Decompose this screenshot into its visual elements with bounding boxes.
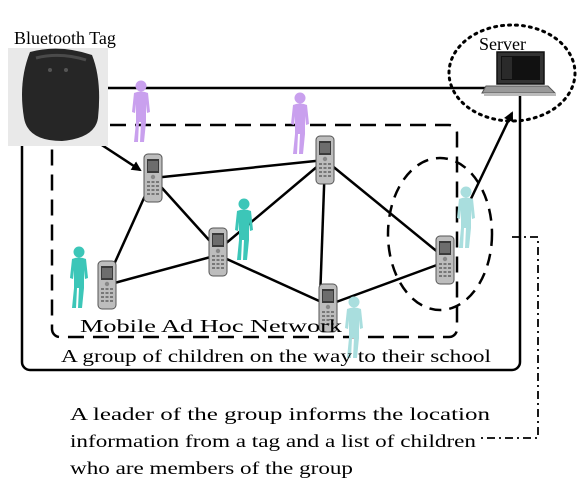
child-figure-icon	[70, 246, 88, 308]
bluetooth-tag-label: Bluetooth Tag	[14, 28, 116, 48]
mobile-phone-icon	[315, 135, 335, 185]
caption: A leader of the group informs the locati…	[70, 404, 490, 478]
link	[152, 158, 326, 180]
link	[152, 177, 219, 251]
caption-line-2: information from a tag and a list of chi…	[70, 431, 476, 451]
child-figure-icon	[291, 92, 309, 154]
manet-boundary	[50, 123, 459, 339]
group-boundary	[20, 86, 522, 372]
caption-connector	[478, 236, 539, 439]
link	[327, 260, 446, 307]
mobile-phone-icon	[143, 153, 163, 203]
link	[217, 159, 326, 251]
child-figure-icon	[132, 80, 150, 142]
mobile-phone-icon	[97, 260, 117, 310]
group-label: A group of children on the way to their …	[61, 346, 491, 366]
server-label: Server	[479, 34, 526, 54]
caption-line-1: A leader of the group informs the locati…	[70, 404, 490, 424]
bluetooth-tag-icon	[8, 40, 108, 146]
server-laptop-icon	[481, 51, 557, 96]
leader-server-arrow	[466, 111, 514, 206]
manet-label: Mobile Ad Hoc Network	[80, 316, 342, 336]
caption-line-3: who are members of the group	[70, 458, 353, 478]
link	[106, 253, 219, 287]
link	[217, 253, 329, 307]
link	[324, 159, 446, 259]
mobile-phone-icon	[208, 227, 228, 277]
leader-highlight-ellipse	[386, 156, 494, 312]
child-figure-icon	[235, 198, 253, 260]
mobile-phone-icon	[435, 235, 455, 285]
